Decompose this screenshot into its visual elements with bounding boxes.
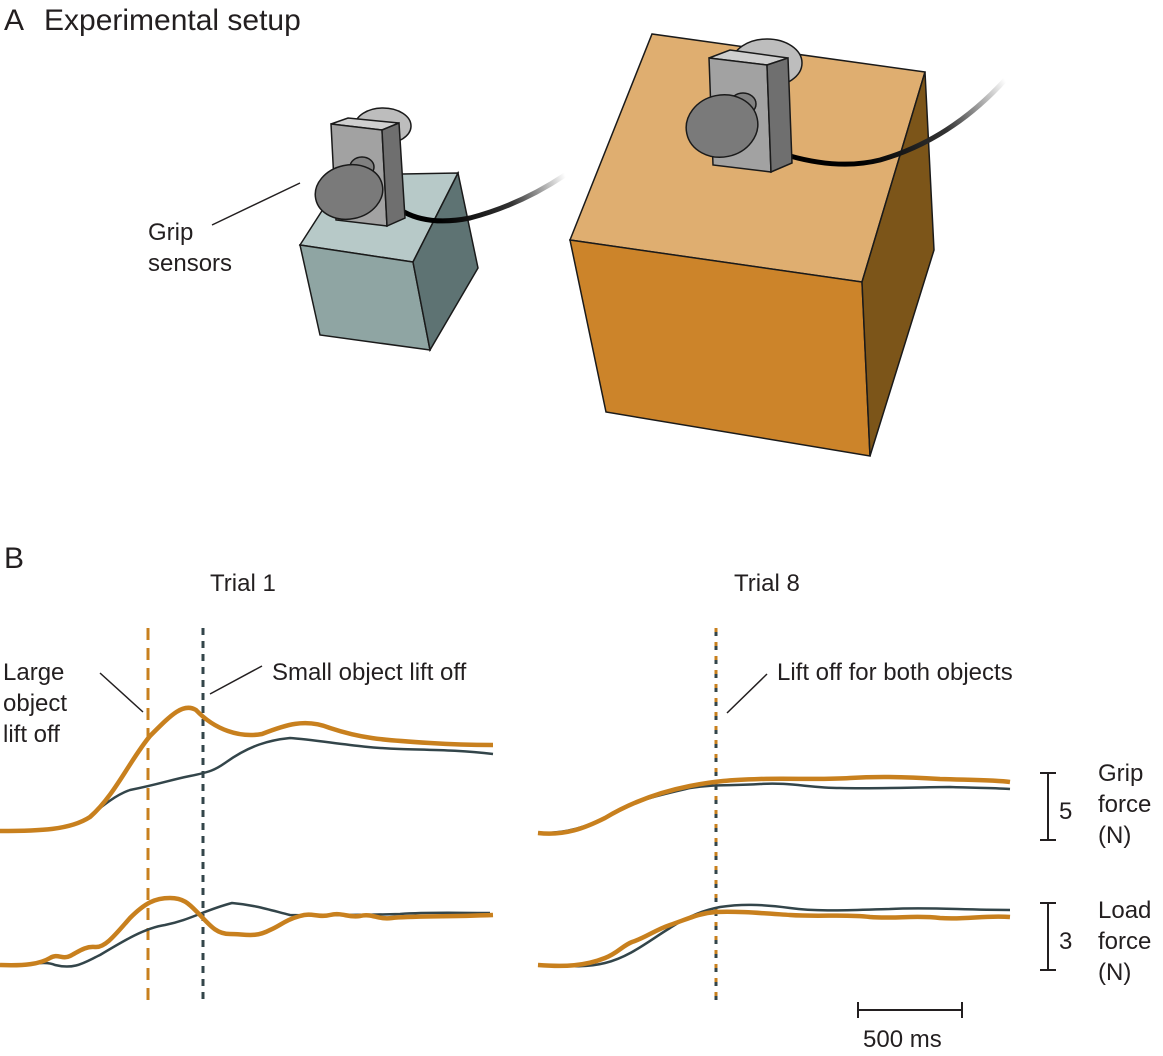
large-sensor-front-disc [685, 94, 759, 158]
panel-b-letter: B [4, 542, 24, 575]
grip-sensors-label-line1: Grip [148, 219, 193, 246]
large-liftoff-label-line3: lift off [3, 721, 60, 748]
trial8-load-small [537, 903, 1011, 968]
panel-a-title: Experimental setup [44, 4, 301, 37]
large-grip-sensor [685, 38, 803, 174]
trial1-grip-small [0, 736, 494, 833]
large-liftoff-label-line1: Large [3, 659, 64, 686]
load-scale-value: 3 [1059, 928, 1072, 955]
small-liftoff-leader [209, 665, 263, 695]
small-sensor-plate-side [381, 121, 406, 228]
trial8-grip-small [537, 782, 1011, 835]
both-liftoff-leader [726, 673, 768, 714]
trial8-grip-large [537, 774, 1011, 836]
small-liftoff-label: Small object lift off [272, 659, 467, 686]
trial1-title: Trial 1 [210, 570, 276, 597]
small-sensor-cable [401, 172, 568, 224]
small-grip-sensor [314, 107, 412, 228]
time-scale-bar [857, 1002, 963, 1018]
small-sensor-front-disc [314, 163, 384, 221]
load-force-scale-bar [1040, 902, 1056, 971]
both-liftoff-label: Lift off for both objects [777, 659, 1013, 686]
panel-a-letter: A [4, 4, 24, 37]
trial1-load-large [0, 895, 494, 968]
grip-force-label-line3: (N) [1098, 822, 1131, 849]
trial8-load-large [537, 909, 1011, 969]
grip-scale-value: 5 [1059, 798, 1072, 825]
load-force-label-line3: (N) [1098, 959, 1131, 986]
grip-sensors-leader [211, 182, 301, 226]
time-scale-label: 500 ms [863, 1026, 942, 1053]
trial1-grip-large [0, 705, 494, 834]
large-sensor-plate-side [766, 56, 793, 174]
grip-force-scale-bar [1040, 772, 1056, 841]
grip-force-label-line2: force [1098, 791, 1151, 818]
load-force-label-line1: Load [1098, 897, 1151, 924]
large-sensor-cable [787, 77, 1008, 167]
load-force-label-line2: force [1098, 928, 1151, 955]
grip-force-label-line1: Grip [1098, 760, 1143, 787]
trial1-load-small [0, 901, 491, 968]
grip-sensors-label-line2: sensors [148, 250, 232, 277]
large-cube-side [861, 71, 935, 457]
trial8-title: Trial 8 [734, 570, 800, 597]
large-liftoff-label-line2: object [3, 690, 67, 717]
large-liftoff-leader [99, 672, 144, 713]
